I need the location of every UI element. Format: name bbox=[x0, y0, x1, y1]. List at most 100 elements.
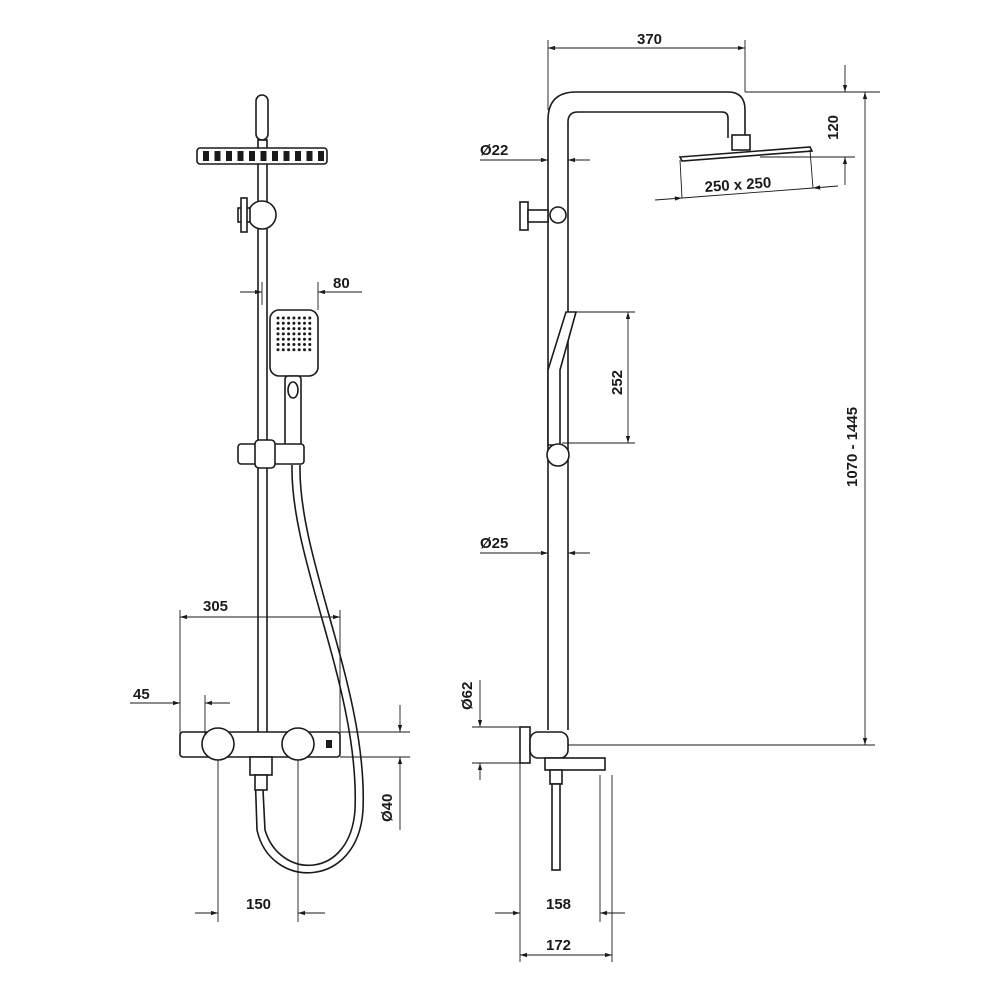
spray-hole bbox=[276, 321, 280, 325]
rain-shower-head-side bbox=[678, 146, 814, 162]
spray-hole bbox=[292, 332, 296, 336]
spray-hole bbox=[281, 332, 285, 336]
spray-hole bbox=[276, 316, 280, 320]
spray-hole bbox=[281, 348, 285, 352]
dim-label: 250 x 250 bbox=[704, 174, 772, 196]
nozzle bbox=[214, 151, 221, 161]
rail-bracket-side bbox=[519, 201, 567, 231]
slider bbox=[237, 439, 305, 469]
dim-120: 120 bbox=[745, 65, 880, 185]
spray-hole bbox=[281, 343, 285, 346]
dim-150: 150 bbox=[195, 760, 325, 922]
dim-22: Ø22 bbox=[480, 142, 590, 163]
thermostat-mixer bbox=[179, 727, 341, 791]
dim-label: 1070 - 1445 bbox=[844, 407, 861, 487]
dim-370: 370 bbox=[547, 31, 746, 110]
spray-hole bbox=[303, 337, 306, 341]
spray-hole bbox=[281, 337, 285, 341]
dim-45: 45 bbox=[130, 686, 230, 735]
dim-label: 252 bbox=[609, 370, 626, 395]
dim-label: Ø40 bbox=[379, 794, 396, 822]
spray-hole bbox=[276, 337, 280, 341]
rain-shower-head bbox=[196, 147, 328, 165]
spray-hole bbox=[292, 348, 296, 352]
spray-hole bbox=[287, 316, 291, 320]
dim-1070-1445: 1070 - 1445 bbox=[568, 92, 875, 746]
nozzle bbox=[272, 151, 278, 161]
nozzle bbox=[260, 151, 267, 161]
dim-label: 120 bbox=[825, 115, 842, 140]
dim-label: 45 bbox=[133, 686, 150, 703]
dim-label: 80 bbox=[333, 275, 350, 292]
nozzle bbox=[318, 151, 324, 161]
hose bbox=[261, 464, 357, 866]
spray-hole bbox=[292, 321, 296, 325]
mixer-side bbox=[519, 726, 606, 871]
dim-250x250: 250 x 250 bbox=[654, 149, 839, 201]
spray-hole bbox=[287, 337, 291, 341]
spray-hole bbox=[292, 337, 296, 341]
nozzle bbox=[249, 151, 255, 161]
spray-hole bbox=[281, 321, 285, 325]
spray-hole bbox=[297, 332, 301, 336]
spray-hole bbox=[287, 348, 291, 352]
spray-hole bbox=[297, 316, 301, 320]
rail-bracket bbox=[237, 197, 277, 233]
dim-label: 172 bbox=[546, 937, 571, 954]
spray-hole bbox=[281, 327, 285, 331]
dim-label: 370 bbox=[637, 31, 662, 48]
dim-label: Ø62 bbox=[459, 682, 476, 710]
dim-80: 80 bbox=[240, 275, 362, 310]
nozzle bbox=[295, 151, 301, 161]
spray-hole bbox=[297, 337, 301, 341]
spray-hole bbox=[287, 321, 291, 325]
spray-hole bbox=[303, 316, 306, 320]
spray-hole bbox=[308, 321, 312, 325]
spray-hole bbox=[287, 327, 291, 331]
spray-hole bbox=[308, 337, 312, 341]
spray-hole bbox=[297, 327, 301, 331]
nozzle bbox=[283, 151, 290, 161]
spray-hole bbox=[303, 343, 306, 346]
dim-label: Ø22 bbox=[480, 142, 508, 159]
dim-label: 150 bbox=[246, 896, 271, 913]
spray-hole bbox=[287, 343, 291, 346]
side-view: 370 120 250 x 250 1070 - 1445 Ø22 bbox=[459, 31, 880, 962]
dim-158: 158 bbox=[495, 763, 625, 962]
spray-hole bbox=[303, 321, 306, 325]
dim-252: 252 bbox=[562, 311, 635, 444]
dim-305: 305 bbox=[179, 598, 341, 735]
spray-hole bbox=[292, 343, 296, 346]
shower-arm bbox=[547, 91, 746, 730]
nozzle bbox=[237, 151, 244, 161]
nozzle bbox=[203, 151, 209, 161]
spray-hole bbox=[308, 348, 312, 352]
dim-25: Ø25 bbox=[480, 535, 590, 556]
spray-hole bbox=[303, 348, 306, 352]
top-cap bbox=[255, 94, 269, 141]
dim-172: 172 bbox=[520, 775, 613, 962]
front-view: 80 305 45 Ø40 150 bbox=[130, 94, 410, 922]
spray-hole bbox=[297, 343, 301, 346]
hand-shower bbox=[269, 309, 319, 447]
spray-hole bbox=[281, 316, 285, 320]
spray-hole bbox=[303, 332, 306, 336]
spray-hole bbox=[308, 316, 312, 320]
dim-62: Ø62 bbox=[459, 680, 520, 780]
spray-hole bbox=[297, 321, 301, 325]
dim-40: Ø40 bbox=[340, 705, 410, 830]
dim-label: 158 bbox=[546, 896, 571, 913]
nozzle bbox=[306, 151, 313, 161]
spray-hole bbox=[297, 348, 301, 352]
dim-label: Ø25 bbox=[480, 535, 508, 552]
spray-hole bbox=[276, 343, 280, 346]
spray-hole bbox=[276, 332, 280, 336]
nozzle bbox=[226, 151, 232, 161]
spray-hole bbox=[308, 343, 312, 346]
spray-hole bbox=[292, 316, 296, 320]
spray-hole bbox=[308, 327, 312, 331]
spray-hole bbox=[276, 348, 280, 352]
spray-hole bbox=[287, 332, 291, 336]
spray-hole bbox=[308, 332, 312, 336]
